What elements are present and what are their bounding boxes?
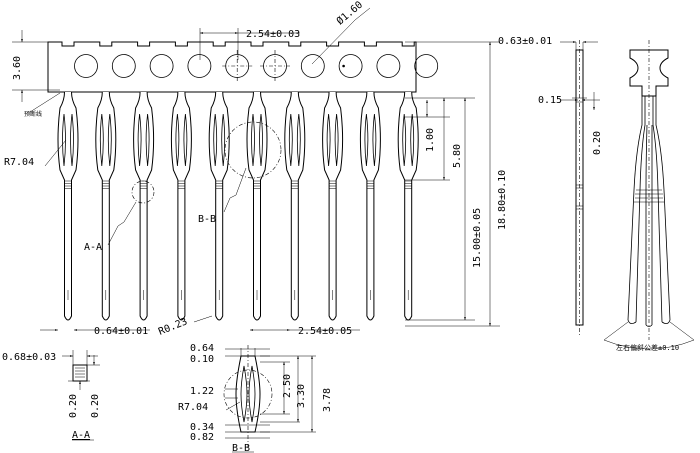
skew-tolerance-note: 左右偏斜公差±0.10 [616, 343, 679, 352]
section-aa-title: A-A [72, 430, 90, 441]
dim-18-80: 18.80±0.10 [497, 170, 508, 230]
section-bb-title: B-B [232, 443, 250, 453]
pilot-hole [187, 54, 212, 78]
dim-bb-0-64: 0.64 [190, 343, 214, 354]
pin-row [57, 91, 419, 321]
carrier-strip [47, 41, 439, 93]
contact-pin [95, 91, 117, 321]
dim-pin-width: 0.64±0.01 [94, 326, 148, 337]
dim-bb-2-50: 2.50 [282, 374, 293, 398]
carrier-outline [47, 41, 417, 93]
dim-aa-0-20b: 0.20 [90, 394, 101, 418]
pilot-hole [338, 54, 363, 78]
dim-aa-width: 0.68±0.03 [2, 352, 56, 363]
dim-pitch-top: 2.54±0.03 [246, 29, 300, 40]
right-view: 左右偏斜公差±0.10 [603, 40, 695, 352]
dim-hole-diameter: Ø1.60 [334, 0, 365, 27]
main-dimension-lines [12, 7, 500, 331]
dim-bb-1-22: 1.22 [190, 386, 214, 397]
contact-pin [133, 91, 155, 321]
section-bb: 0.64 0.10 1.22 R7.04 0.34 0.82 2.50 3.30… [178, 343, 333, 453]
pilot-hole [376, 54, 401, 78]
dim-bb-r7-04: R7.04 [178, 402, 208, 413]
contact-pin [170, 91, 192, 321]
dim-bb-0-10: 0.10 [190, 354, 214, 365]
dim-0-20-side: 0.20 [592, 131, 603, 155]
contact-pin [359, 91, 381, 321]
dim-bb-0-34: 0.34 [190, 422, 214, 433]
contact-pin [57, 91, 79, 321]
contact-pin [397, 91, 419, 321]
dim-0-15: 0.15 [538, 95, 562, 106]
pilot-hole [414, 54, 439, 78]
side-view: 0.63±0.01 0.15 0.20 [498, 36, 603, 335]
dim-bb-3-30: 3.30 [296, 384, 307, 408]
pilot-hole [74, 54, 98, 78]
pilot-hole [149, 54, 174, 78]
dim-radius-704: R7.04 [4, 157, 34, 168]
dim-aa-0-20a: 0.20 [68, 394, 79, 418]
section-a-callout: A-A [84, 242, 102, 253]
hole-center-mark [342, 64, 345, 68]
pilot-hole [111, 54, 136, 78]
dim-15-00: 15.00±0.05 [472, 208, 483, 268]
contact-pin [246, 91, 268, 321]
section-b-callout: B-B [198, 214, 216, 225]
dim-5-80: 5.80 [452, 144, 463, 168]
dim-thickness: 0.63±0.01 [498, 36, 552, 47]
dim-carrier-height: 3.60 [12, 56, 23, 80]
dim-bb-0-82: 0.82 [190, 432, 214, 443]
dim-pitch-bottom: 2.54±0.05 [298, 326, 352, 337]
dim-bb-3-78: 3.78 [322, 388, 333, 412]
section-aa: 0.68±0.03 0.20 0.20 A-A [2, 350, 101, 441]
contact-pin [322, 91, 344, 321]
contact-pin [284, 91, 306, 321]
pilot-hole [300, 54, 325, 78]
contact-pin [208, 91, 230, 321]
dim-tip-radius: R0.23 [157, 316, 189, 337]
dim-1-00: 1.00 [425, 128, 436, 152]
main-view: 2.54±0.03 Ø1.60 3.60 预断线 R7.04 1.00 5.80… [4, 0, 508, 338]
pre-cut-line-label: 预断线 [24, 110, 42, 118]
